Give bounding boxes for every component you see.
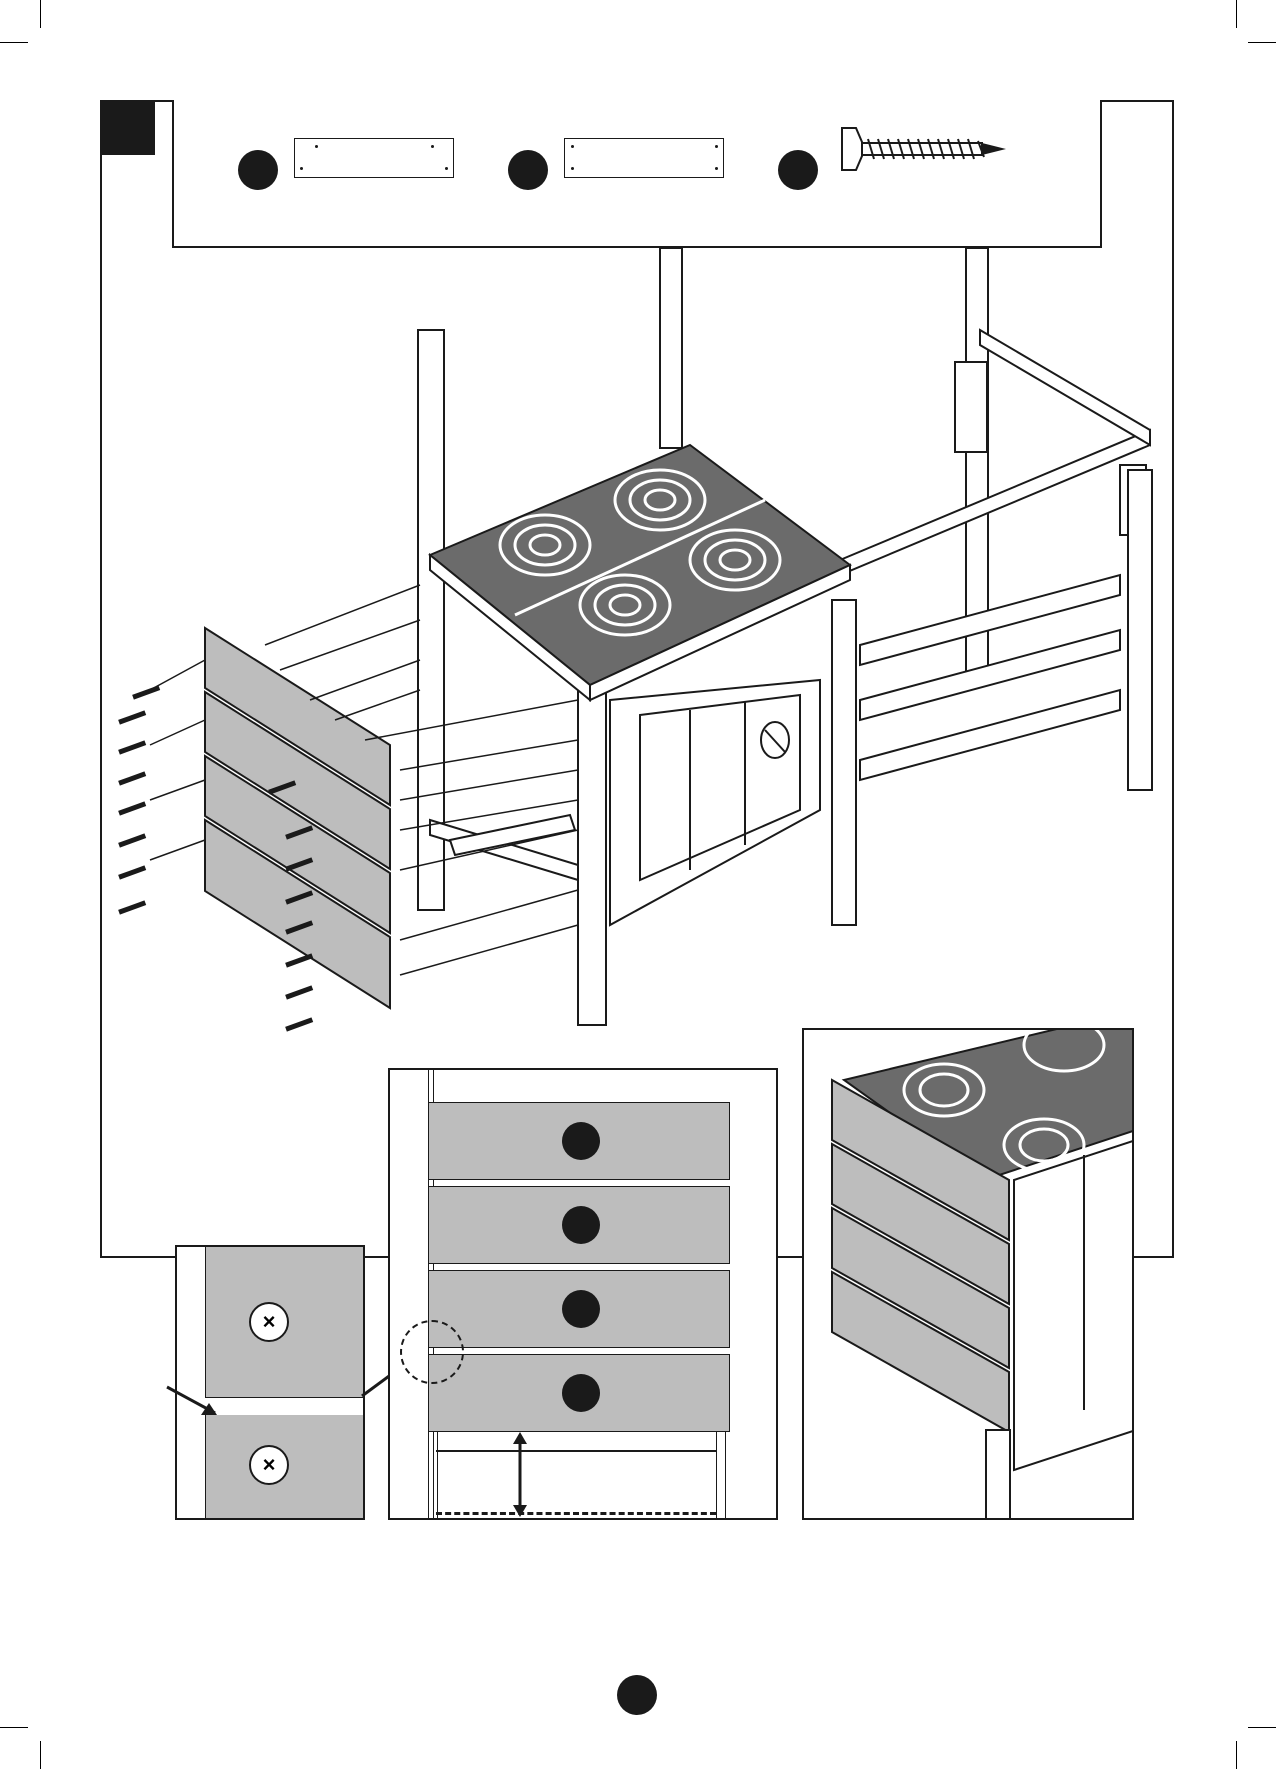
crop-mark bbox=[1248, 1727, 1276, 1728]
detail-screw-gap: × × bbox=[175, 1245, 365, 1520]
arrow-icon bbox=[165, 1385, 225, 1425]
hob-top bbox=[430, 445, 850, 700]
main-assembly-drawing bbox=[0, 0, 1276, 1080]
detail-plank-stack bbox=[388, 1068, 778, 1520]
crop-mark bbox=[0, 1727, 28, 1728]
screw-head-icon: × bbox=[249, 1445, 289, 1485]
measure-arrow-icon bbox=[510, 1432, 530, 1517]
crop-mark bbox=[40, 1741, 41, 1769]
screw-head-icon: × bbox=[249, 1302, 289, 1342]
page-number-marker bbox=[617, 1675, 657, 1715]
crop-mark bbox=[1236, 1741, 1237, 1769]
detail-assembled-view bbox=[802, 1028, 1134, 1520]
side-panel-planks bbox=[205, 628, 390, 1008]
